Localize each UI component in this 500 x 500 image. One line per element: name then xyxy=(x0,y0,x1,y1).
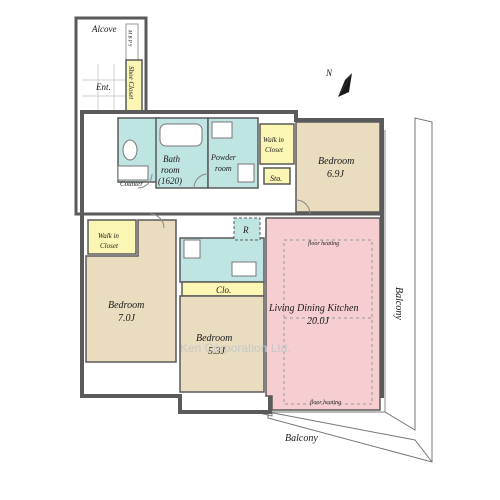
ldk-label-1: Living Dining Kitchen xyxy=(268,303,358,314)
storage xyxy=(263,167,291,185)
storage-label: Sto. xyxy=(270,174,282,183)
powder-label-1: Powder xyxy=(210,153,237,162)
toilet-icon xyxy=(122,139,138,161)
walkin-left-label-2: Closet xyxy=(100,242,119,250)
counter-label: Counter xyxy=(120,180,143,188)
alcove-label: Alcove xyxy=(91,24,116,34)
sink-icon xyxy=(237,163,255,183)
bedroom-ne-label-2: 6.9J xyxy=(327,169,345,180)
shoe-closet-label: Shoe Closet xyxy=(127,66,135,100)
bath-label-2: room xyxy=(161,165,180,175)
bedroom-w-label-2: 7.0J xyxy=(118,313,136,324)
bath-label-1: Bath xyxy=(163,154,180,164)
floor-heating-zone xyxy=(283,239,373,405)
north-label: N xyxy=(325,68,333,78)
ldk xyxy=(265,217,381,411)
mbps-label: M B P S xyxy=(127,29,132,47)
powder-label-2: room xyxy=(215,164,232,173)
watermark: Ken Corporation Ltd. xyxy=(180,341,291,355)
kitchen-sink-icon xyxy=(231,261,257,277)
bedroom-w-label-1: Bedroom xyxy=(108,300,144,311)
floor-heating-top-label: floor heating xyxy=(308,240,339,247)
bedroom-ne xyxy=(295,121,381,213)
door-swings xyxy=(137,173,311,229)
bathtub-icon xyxy=(159,123,203,147)
walkin-top-label-1: Walk in xyxy=(263,136,284,144)
bedroom-s-label-1: Bedroom xyxy=(196,333,232,344)
refrigerator-label: R xyxy=(242,225,249,235)
floor-heating-bottom-label: floor heating xyxy=(310,399,341,406)
walkin-top-label-2: Closet xyxy=(265,146,284,154)
bedroom-ne-label-1: Bedroom xyxy=(318,156,354,167)
bedroom-w xyxy=(85,219,177,363)
bedroom-s xyxy=(179,295,265,393)
stove-icon xyxy=(183,239,201,259)
entrance-label: Ent. xyxy=(95,82,111,92)
washer-icon xyxy=(211,121,233,139)
bath-label-3: (1620) xyxy=(158,176,182,186)
north-arrow-icon xyxy=(330,70,360,100)
closet-label: Clo. xyxy=(216,285,231,295)
walkin-left-label-1: Walk in xyxy=(98,232,119,240)
ldk-label-2: 20.0J xyxy=(307,316,330,327)
walkin-closet-top xyxy=(259,123,295,165)
walkin-closet-left xyxy=(87,219,137,255)
bedroom-s-label-2: 5.3J xyxy=(208,346,226,357)
balcony-south-label: Balcony xyxy=(285,433,318,444)
refrigerator-space xyxy=(233,217,261,241)
counter-left xyxy=(117,165,149,181)
balcony-east-label: Balcony xyxy=(393,287,404,320)
